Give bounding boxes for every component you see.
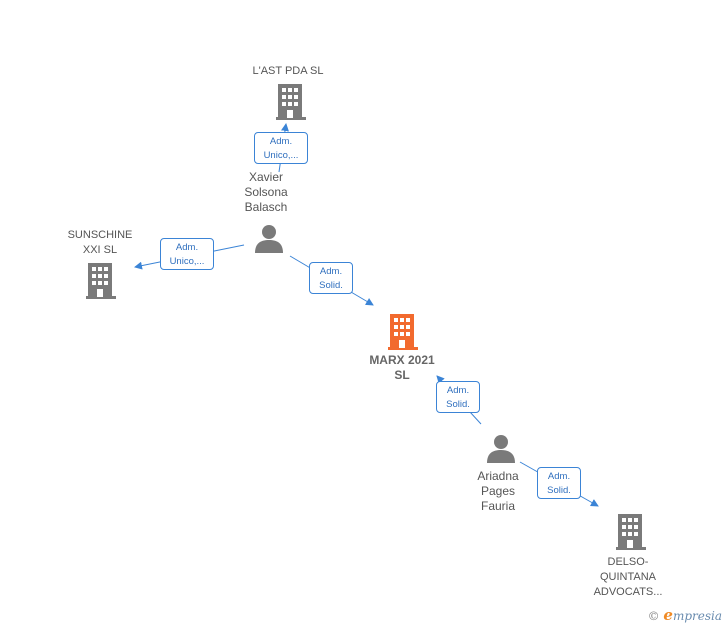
relation-type: Solid.: [319, 280, 343, 291]
relation-box[interactable]: Adm. Solid.: [309, 262, 353, 294]
relation-type: Unico,...: [169, 256, 205, 267]
relation-box[interactable]: Adm. Solid.: [436, 381, 480, 413]
relation-box[interactable]: Adm. Unico,...: [160, 238, 214, 270]
node-label-xavier[interactable]: Xavier Solsona Balasch: [244, 170, 288, 214]
person-icon[interactable]: [486, 434, 516, 464]
person-icon[interactable]: [254, 224, 284, 254]
relation-box[interactable]: Adm. Unico,...: [254, 132, 308, 164]
node-label-marx[interactable]: MARX 2021 SL: [369, 353, 435, 382]
empresia-logo: © empresia: [648, 606, 722, 624]
relation-role: Adm.: [446, 385, 470, 396]
relation-type: Solid.: [547, 485, 571, 496]
relation-role: Adm.: [175, 242, 199, 253]
building-focus-icon[interactable]: [388, 314, 418, 350]
building-icon[interactable]: [86, 263, 116, 299]
node-label-delso[interactable]: DELSO- QUINTANA ADVOCATS...: [593, 556, 663, 598]
relation-type: Unico,...: [263, 150, 299, 161]
node-label-last-pda[interactable]: L'AST PDA SL: [252, 65, 324, 77]
brand-rest: mpresia: [672, 609, 722, 623]
relation-role: Adm.: [319, 266, 343, 277]
node-label-sunschine[interactable]: SUNSCHINE XXI SL: [67, 229, 133, 256]
building-icon[interactable]: [276, 84, 306, 120]
relation-box[interactable]: Adm. Solid.: [537, 467, 581, 499]
node-label-ariadna[interactable]: Ariadna Pages Fauria: [477, 469, 519, 513]
building-icon[interactable]: [616, 514, 646, 550]
relation-role: Adm.: [547, 471, 571, 482]
copyright-symbol: ©: [647, 609, 660, 623]
brand-e: e: [663, 606, 673, 624]
relation-type: Solid.: [446, 399, 470, 410]
relation-role: Adm.: [269, 136, 293, 147]
